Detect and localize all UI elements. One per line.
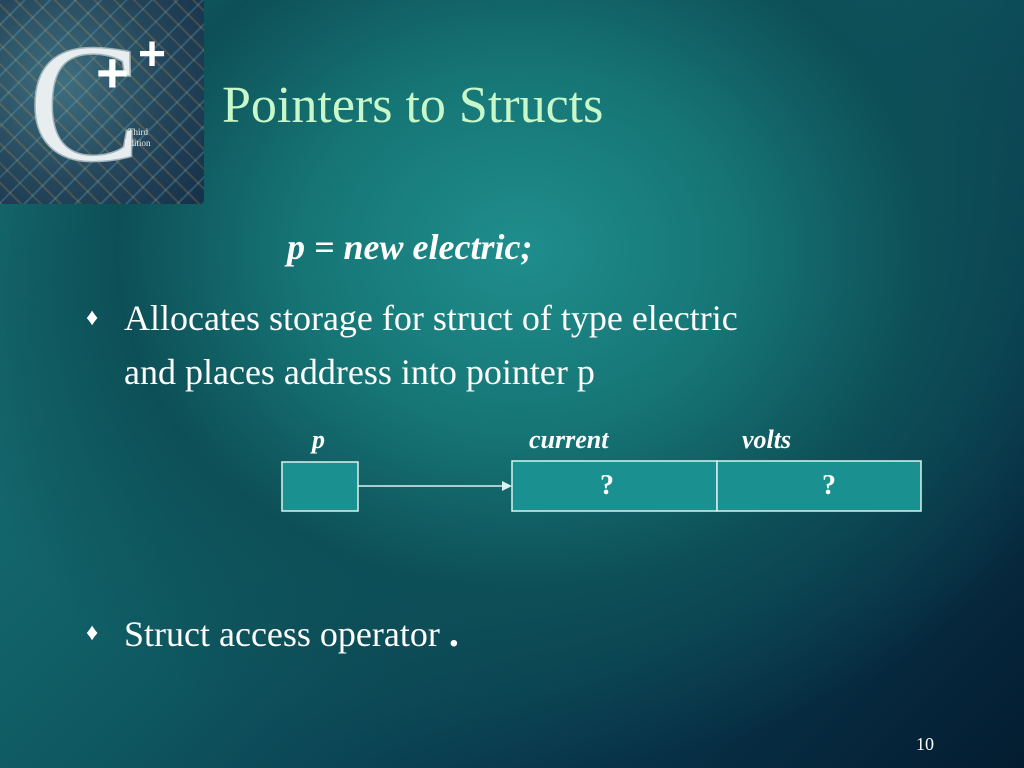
volts-field-label: volts [742,425,792,454]
svg-text:+: + [96,41,129,104]
code-statement: p = new electric; [287,227,533,267]
slide-title: Pointers to Structs [222,77,604,134]
svg-text:Edition: Edition [124,138,151,148]
cpp-logo-icon: C + + Third Edition [0,0,204,204]
current-field-value: ? [600,470,614,501]
volts-field-value: ? [822,470,836,501]
pointer-label: p [312,425,325,454]
dot-operator: . [448,610,459,655]
current-field-label: current [529,425,609,454]
bullet-text-main: Struct access operator [124,614,440,654]
page-number: 10 [916,734,934,754]
bullet-text-line2: and places address into pointer p [124,352,595,392]
diamond-bullet-icon: ♦ [86,620,99,646]
diamond-bullet-icon: ♦ [86,305,99,331]
svg-text:Third: Third [128,127,148,137]
arrowhead-icon [502,481,512,491]
svg-text:+: + [138,28,166,81]
bullet-text-line1: Allocates storage for struct of type ele… [124,298,738,338]
svg-text:C: C [28,9,141,197]
pointer-box [281,461,359,512]
bullet-text: Struct access operator . [124,606,459,661]
